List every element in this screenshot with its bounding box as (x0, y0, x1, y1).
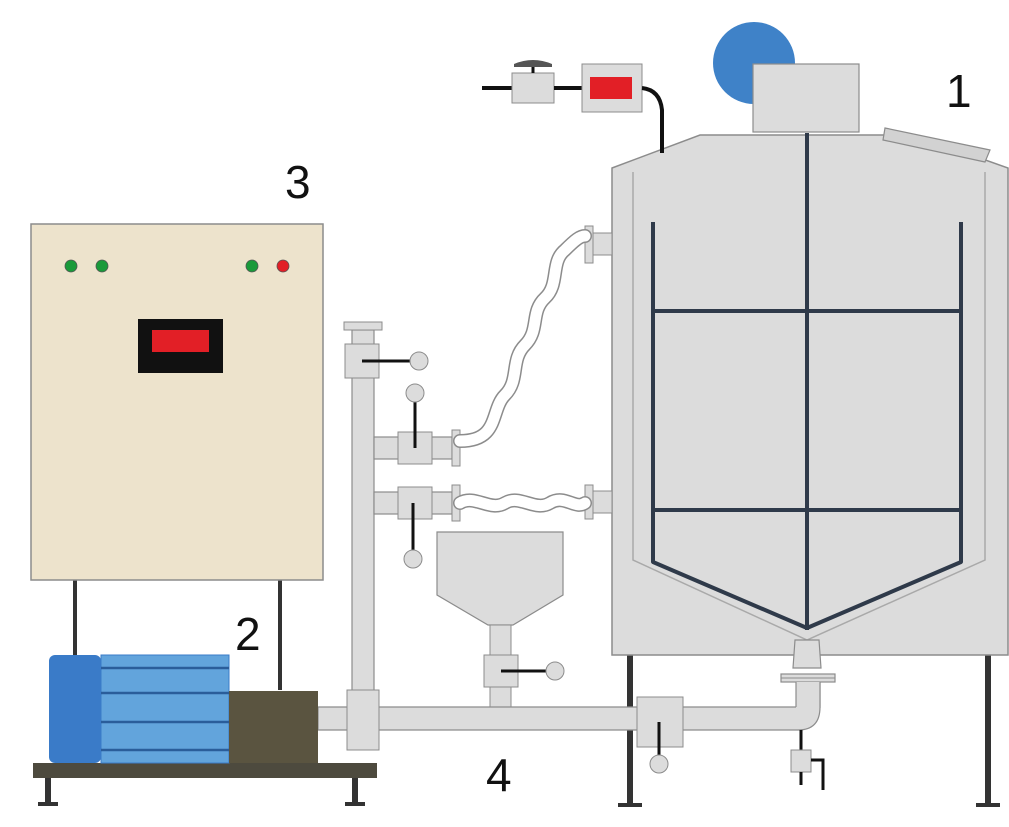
top-valve-handle-icon (514, 60, 552, 67)
hopper-neck (489, 624, 512, 658)
pump-head (229, 691, 318, 763)
drain-handle-icon (811, 758, 825, 790)
temperature-gauge-display (590, 77, 632, 99)
cabinet-display (152, 330, 209, 352)
branch-valve-lower (397, 486, 433, 520)
indicator-led-green-2 (95, 259, 109, 273)
cabinet-body (30, 223, 324, 581)
motor-end-cap (49, 655, 101, 763)
label-pump: 2 (235, 608, 261, 660)
electric-motor (100, 654, 230, 764)
tank-hatch (882, 127, 991, 163)
riser-pipe (351, 329, 375, 711)
tank-body (611, 134, 1009, 656)
motor-cooling-fins (101, 666, 229, 752)
indicator-led-red (276, 259, 290, 273)
top-valve (511, 72, 555, 104)
tank-bottom-outlet (792, 639, 822, 669)
label-tank: 1 (946, 65, 972, 117)
loading-hopper (436, 531, 564, 626)
sensor-cable (641, 86, 664, 153)
main-valve-knob-icon (649, 754, 669, 774)
main-suction-pipe (317, 682, 821, 731)
control-cabinet: 3 (30, 156, 324, 690)
pump-base-frame (33, 763, 377, 778)
pipeline: 4 (317, 229, 825, 801)
drain-valve (790, 749, 812, 773)
indicator-led-green-3 (245, 259, 259, 273)
branch-valve-lower-knob-icon (403, 549, 423, 569)
agitator-drive-housing (752, 63, 860, 133)
flexible-hose-upper (453, 229, 592, 448)
mixing-tank: 1 (482, 22, 1009, 807)
riser-cap (343, 321, 383, 331)
indicator-led-green-1 (64, 259, 78, 273)
label-control-cabinet: 3 (285, 156, 311, 208)
tank-leg-right (985, 655, 991, 805)
hopper-valve-knob-icon (545, 661, 565, 681)
riser-tee (346, 689, 380, 751)
branch-valve-upper-knob-icon (405, 383, 425, 403)
riser-valve-knob-icon (409, 351, 429, 371)
pump-unit: 2 (33, 608, 377, 806)
label-pipeline: 4 (486, 749, 512, 801)
